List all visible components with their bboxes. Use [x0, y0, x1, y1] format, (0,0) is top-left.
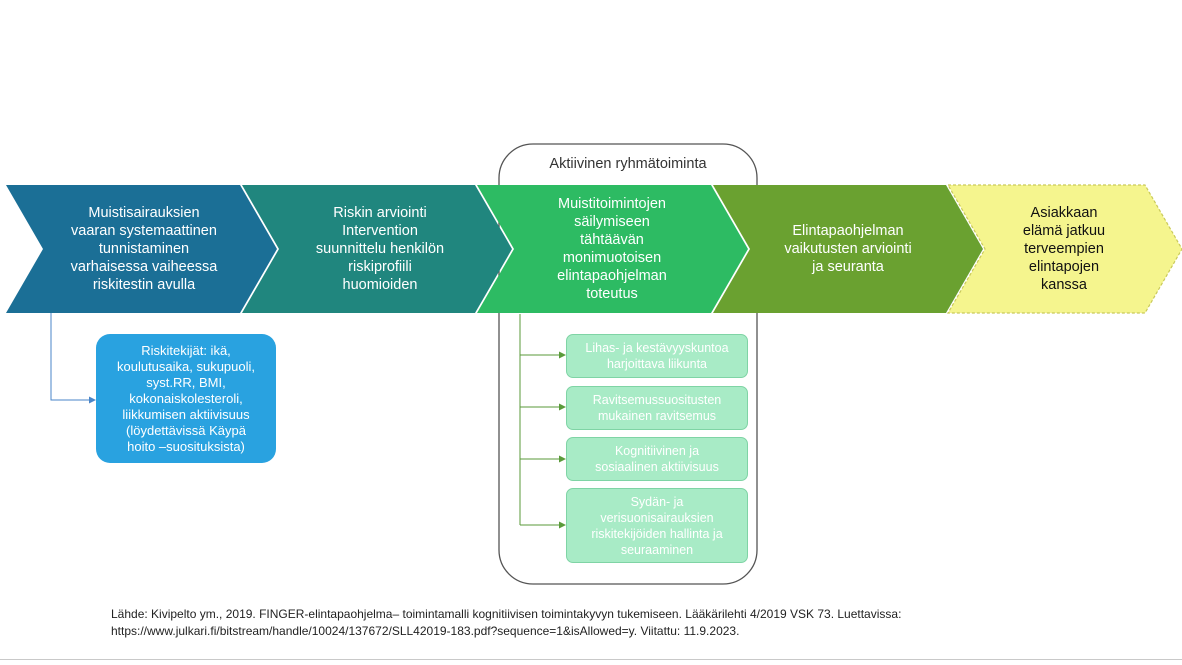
step-4-label: Elintapaohjelman vaikutusten arviointi j… — [784, 223, 912, 275]
activity-2-text: Ravitsemussuositusten mukainen ravitsemu… — [592, 393, 722, 423]
activity-box-1: Lihas- ja kestävyyskuntoa harjoittava li… — [566, 334, 748, 378]
branch-2-arrowhead — [559, 403, 566, 411]
source-line-2[interactable]: https://www.julkari.fi/bitstream/handle/… — [111, 624, 740, 638]
chevron-step-2 — [242, 185, 512, 313]
source-line-1: Lähde: Kivipelto ym., 2019. FINGER-elint… — [111, 607, 902, 621]
risk-connector-arrowhead — [89, 396, 96, 404]
activity-3-text: Kognitiivinen ja sosiaalinen aktiivisuus — [595, 444, 719, 474]
activity-box-2: Ravitsemussuositusten mukainen ravitsemu… — [566, 386, 748, 430]
risk-factors-box: Riskitekijät: ikä, koulutusaika, sukupuo… — [96, 334, 276, 463]
step-2-label: Riskin arviointi Intervention suunnittel… — [315, 205, 445, 293]
activity-box-4: Sydän- ja verisuonisairauksien riskiteki… — [566, 488, 748, 563]
step-5-label: Asiakkaan elämä jatkuu terveempien elint… — [1022, 205, 1106, 293]
risk-factors-text: Riskitekijät: ikä, koulutusaika, sukupuo… — [116, 342, 256, 454]
risk-connector — [50, 313, 92, 401]
branch-4-arrowhead — [559, 521, 566, 529]
branch-3-arrowhead — [559, 455, 566, 463]
bottom-divider — [0, 659, 1182, 660]
branch-1-arrowhead — [559, 351, 566, 359]
chevron-step-5 — [946, 184, 1182, 314]
group-label: Aktiivinen ryhmätoiminta — [549, 156, 707, 172]
activity-1-text: Lihas- ja kestävyyskuntoa harjoittava li… — [585, 341, 729, 371]
step-3-label: Muistitoimintojen säilymiseen tähtäävän … — [557, 196, 667, 302]
activity-4-text: Sydän- ja verisuonisairauksien riskiteki… — [591, 494, 723, 557]
chevron-step-3 — [477, 185, 748, 313]
chevron-step-1 — [6, 185, 277, 313]
activity-box-3: Kognitiivinen ja sosiaalinen aktiivisuus — [566, 437, 748, 481]
chevron-step-4 — [713, 185, 983, 313]
source-citation: Lähde: Kivipelto ym., 2019. FINGER-elint… — [111, 606, 1111, 640]
step-1-label: Muistisairauksien vaaran systemaattinen … — [70, 205, 218, 293]
